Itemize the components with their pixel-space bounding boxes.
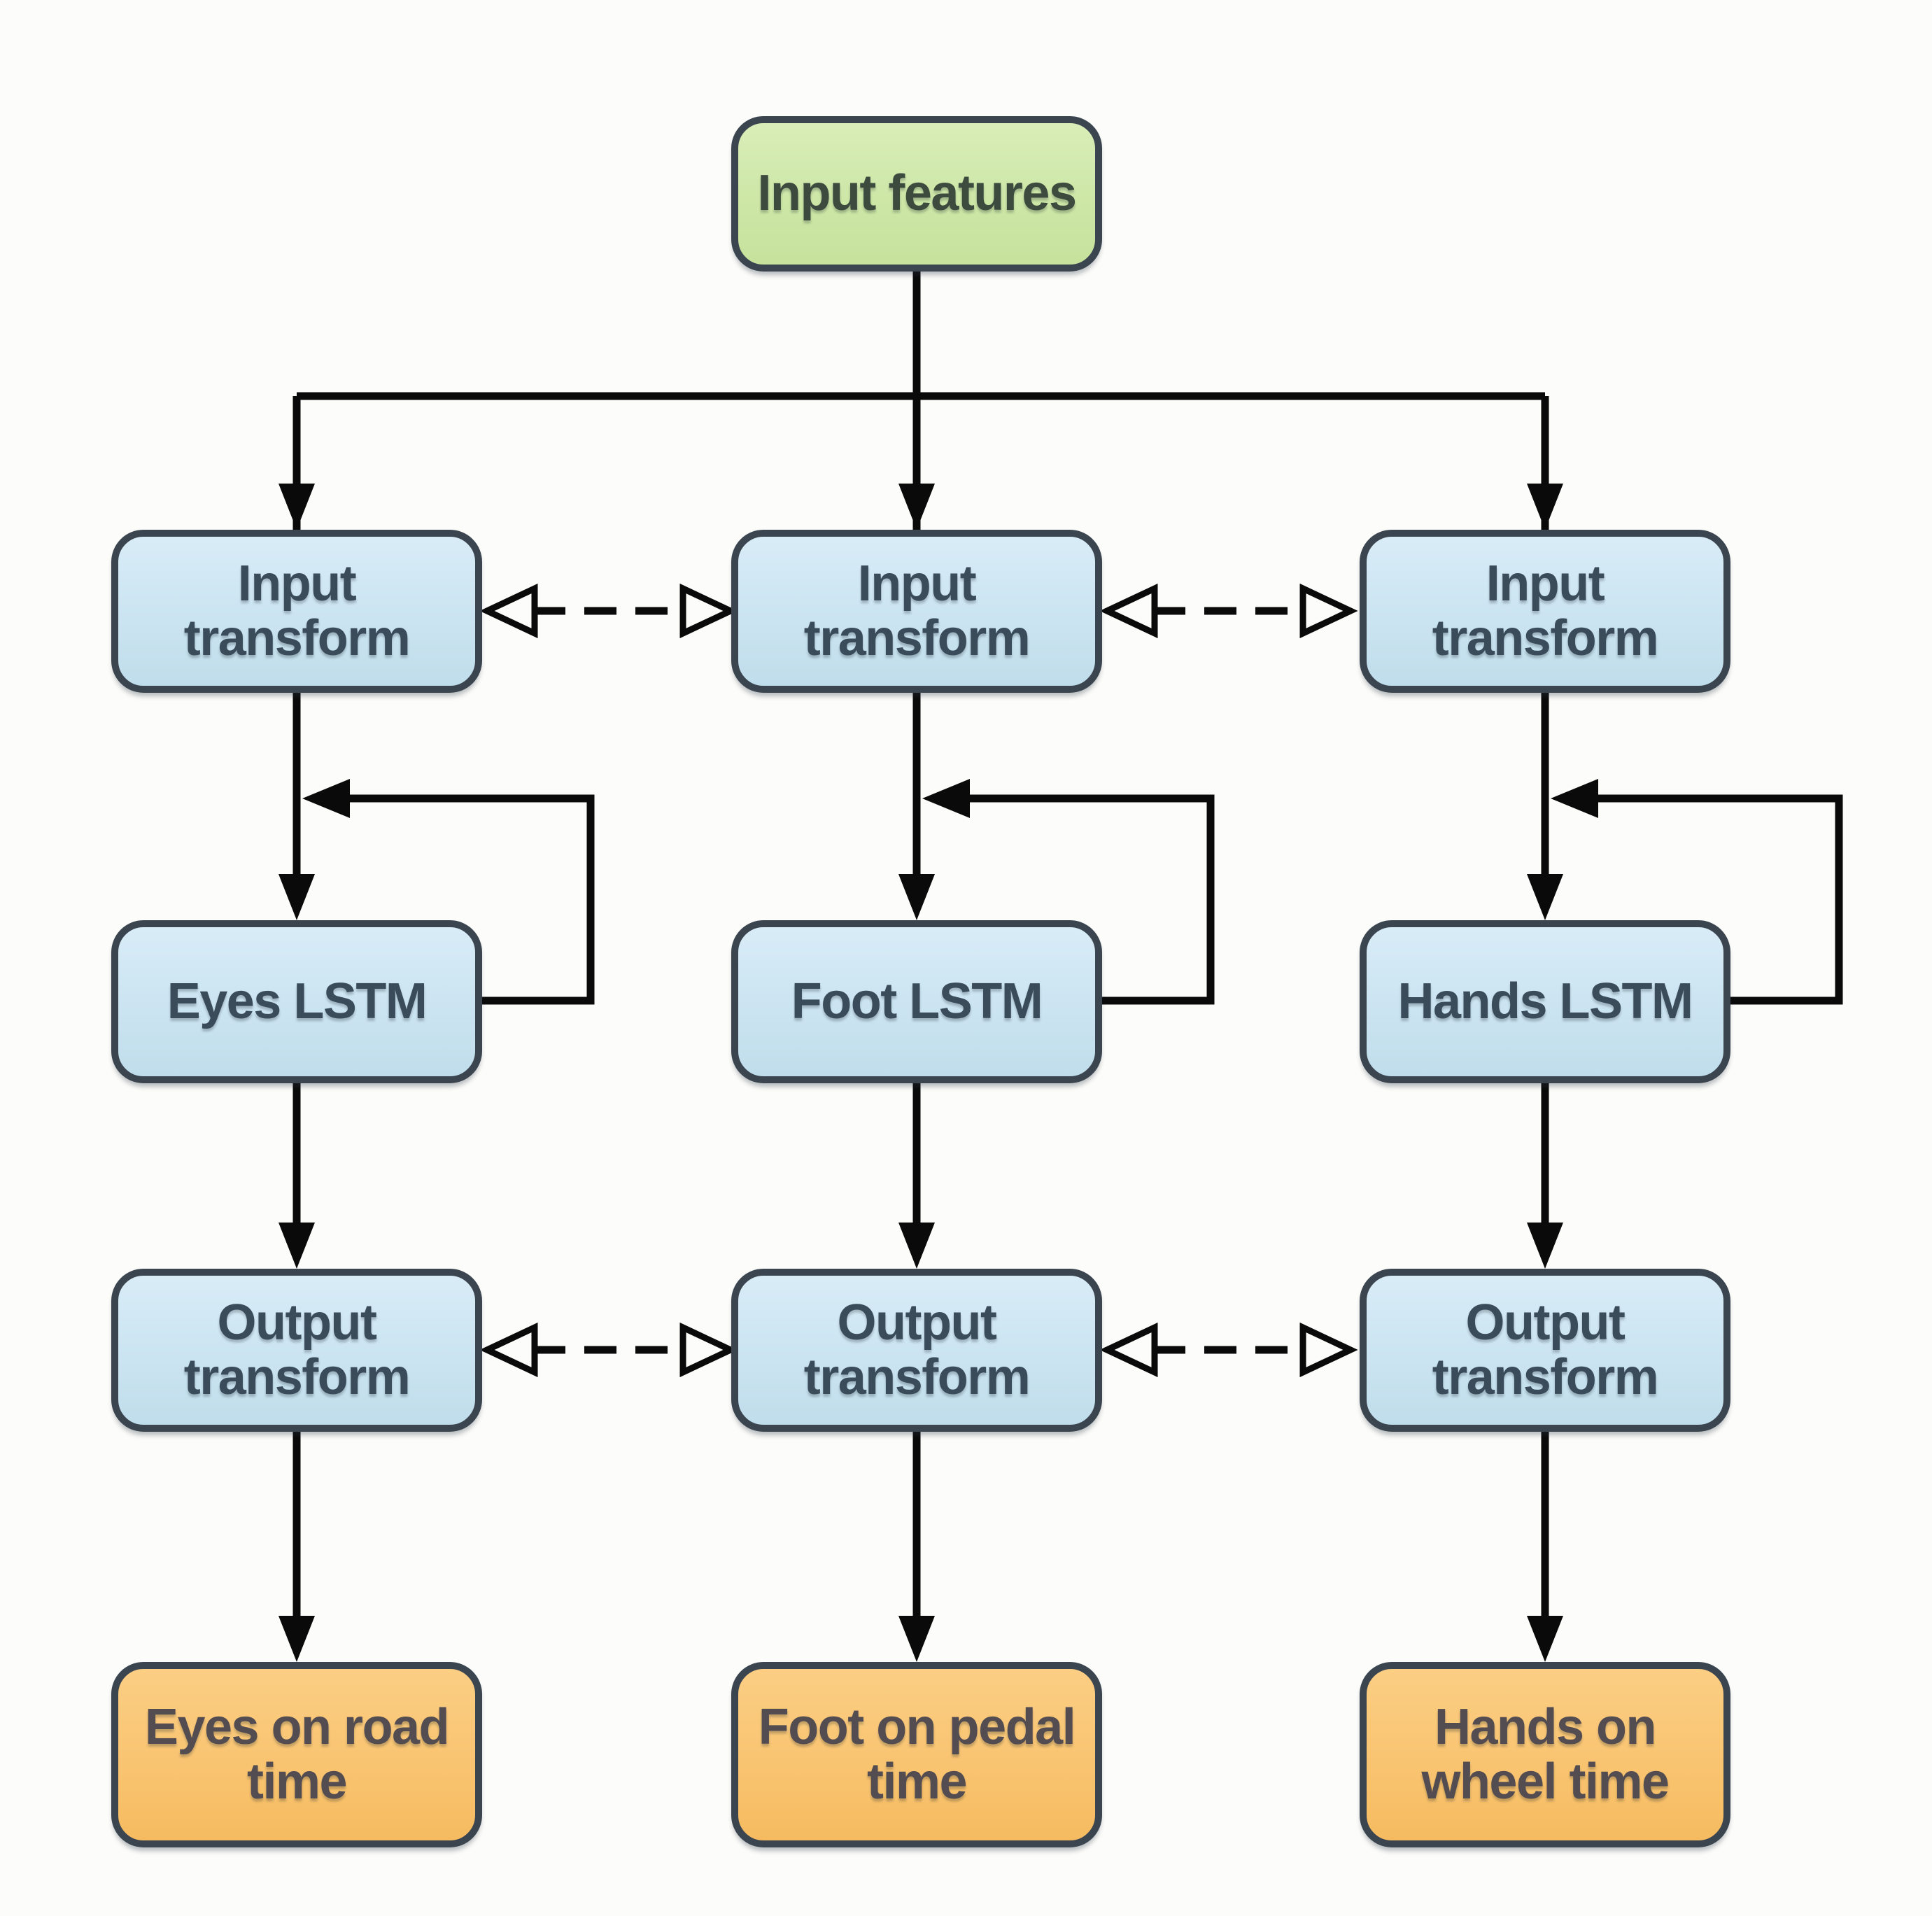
- node-output-transform-foot-label: Output transform: [803, 1295, 1031, 1405]
- node-eyes-on-road-time: Eyes on road time: [111, 1662, 482, 1847]
- node-input-transform-eyes-label: Input transform: [183, 556, 411, 666]
- node-eyes-on-road-time-label: Eyes on road time: [144, 1699, 450, 1810]
- node-input-transform-foot: Input transform: [731, 530, 1102, 693]
- node-eyes-lstm: Eyes LSTM: [111, 920, 482, 1083]
- node-foot-on-pedal-time-label: Foot on pedal time: [758, 1699, 1076, 1810]
- node-output-transform-foot: Output transform: [731, 1269, 1102, 1432]
- edge-hands-lstm-loop: [1597, 794, 1843, 1005]
- node-output-transform-eyes: Output transform: [111, 1269, 482, 1432]
- node-hands-on-wheel-time: Hands on wheel time: [1360, 1662, 1730, 1847]
- node-foot-lstm-label: Foot LSTM: [791, 973, 1043, 1029]
- node-hands-lstm: Hands LSTM: [1360, 920, 1730, 1083]
- node-input-features: Input features: [731, 116, 1102, 272]
- node-hands-lstm-label: Hands LSTM: [1397, 973, 1693, 1029]
- node-eyes-lstm-label: Eyes LSTM: [167, 973, 428, 1029]
- open-arrowheads: [479, 583, 1358, 1378]
- node-output-transform-hands: Output transform: [1360, 1269, 1730, 1432]
- node-output-transform-hands-label: Output transform: [1432, 1295, 1659, 1405]
- node-input-transform-foot-label: Input transform: [803, 556, 1031, 666]
- node-input-transform-eyes: Input transform: [111, 530, 482, 693]
- node-output-transform-eyes-label: Output transform: [183, 1295, 411, 1405]
- solid-arrowheads: [278, 484, 1598, 1662]
- node-input-transform-hands: Input transform: [1360, 530, 1730, 693]
- node-hands-on-wheel-time-label: Hands on wheel time: [1421, 1699, 1670, 1810]
- node-foot-on-pedal-time: Foot on pedal time: [731, 1662, 1102, 1847]
- edge-foot-lstm-loop: [968, 794, 1215, 1005]
- node-input-features-label: Input features: [757, 165, 1077, 222]
- node-foot-lstm: Foot LSTM: [731, 920, 1102, 1083]
- edge-eyes-lstm-loop: [348, 794, 595, 1005]
- node-input-transform-hands-label: Input transform: [1432, 556, 1659, 666]
